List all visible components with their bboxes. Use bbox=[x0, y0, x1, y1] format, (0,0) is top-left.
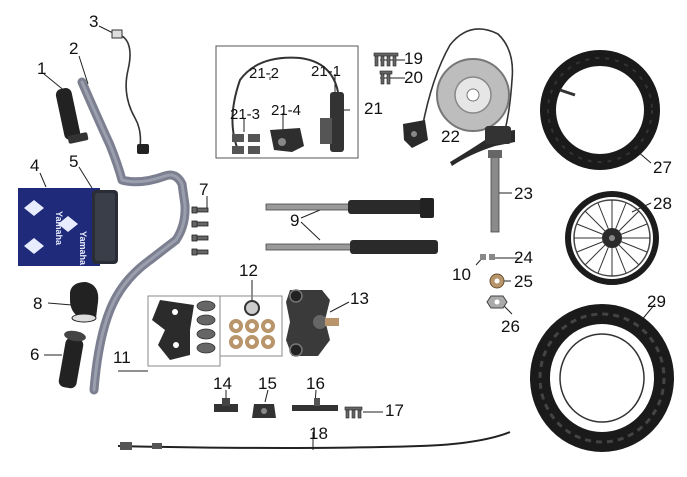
callout-21[interactable]: 21 bbox=[364, 99, 383, 118]
handlebar bbox=[77, 77, 190, 395]
tyre bbox=[530, 304, 674, 452]
callout-23[interactable]: 23 bbox=[514, 184, 533, 203]
handlebar-pad-blue: Yamaha Yamaha bbox=[18, 188, 100, 266]
callout-13[interactable]: 13 bbox=[350, 289, 369, 308]
callout-29[interactable]: 29 bbox=[647, 292, 666, 311]
callout-16[interactable]: 16 bbox=[306, 374, 325, 393]
callout-21-3[interactable]: 21-3 bbox=[230, 106, 261, 123]
callout-9[interactable]: 9 bbox=[290, 211, 300, 230]
bracket-16 bbox=[292, 398, 338, 411]
kill-switch bbox=[111, 29, 149, 154]
bolts-17 bbox=[344, 406, 363, 419]
front-axle bbox=[488, 150, 502, 233]
callout-25[interactable]: 25 bbox=[514, 272, 533, 291]
grip-top bbox=[55, 88, 89, 144]
callout-4[interactable]: 4 bbox=[30, 156, 40, 175]
bearing-set bbox=[219, 295, 283, 357]
callout-3[interactable]: 3 bbox=[89, 12, 99, 31]
pad-print: Yamaha bbox=[78, 231, 88, 266]
throttle-cable bbox=[117, 431, 511, 450]
callout-17[interactable]: 17 bbox=[385, 401, 404, 420]
callout-14[interactable]: 14 bbox=[213, 374, 232, 393]
brake-disc-set bbox=[403, 28, 515, 166]
callout-20[interactable]: 20 bbox=[404, 68, 423, 87]
axle-hardware bbox=[480, 254, 508, 309]
callout-21-4[interactable]: 21-4 bbox=[271, 102, 302, 119]
wheel-rim bbox=[565, 191, 659, 285]
callout-5[interactable]: 5 bbox=[69, 152, 79, 171]
callout-1[interactable]: 1 bbox=[37, 59, 47, 78]
throttle-housing bbox=[70, 282, 99, 323]
callout-24[interactable]: 24 bbox=[514, 248, 533, 267]
callout-18[interactable]: 18 bbox=[309, 424, 328, 443]
inner-tube bbox=[540, 50, 660, 170]
callout-28[interactable]: 28 bbox=[653, 194, 672, 213]
callout-19[interactable]: 19 bbox=[404, 49, 423, 68]
callout-2[interactable]: 2 bbox=[69, 39, 79, 58]
bracket-15 bbox=[252, 404, 276, 418]
callout-12[interactable]: 12 bbox=[239, 261, 258, 280]
handlebar-pad-dark bbox=[92, 190, 118, 264]
callout-7[interactable]: 7 bbox=[199, 180, 209, 199]
callout-21-2[interactable]: 21-2 bbox=[249, 65, 280, 82]
bracket-14 bbox=[214, 398, 238, 412]
callout-10[interactable]: 10 bbox=[452, 265, 471, 284]
callout-6[interactable]: 6 bbox=[30, 345, 40, 364]
callout-22[interactable]: 22 bbox=[441, 127, 460, 146]
brake-assembly-box bbox=[215, 45, 359, 159]
caliper-bolts bbox=[373, 52, 399, 85]
callout-27[interactable]: 27 bbox=[653, 158, 672, 177]
callout-15[interactable]: 15 bbox=[258, 374, 277, 393]
front-forks bbox=[265, 198, 438, 254]
callout-11[interactable]: 11 bbox=[113, 348, 131, 367]
grip-lower bbox=[58, 330, 86, 389]
callout-8[interactable]: 8 bbox=[33, 294, 43, 313]
pad-print: Yamaha bbox=[54, 211, 64, 246]
triple-clamp bbox=[286, 289, 339, 357]
callout-21-1[interactable]: 21-1 bbox=[311, 63, 342, 80]
clamp-kit bbox=[147, 295, 221, 367]
callout-26[interactable]: 26 bbox=[501, 317, 520, 336]
handlebar-bolts bbox=[191, 206, 209, 256]
